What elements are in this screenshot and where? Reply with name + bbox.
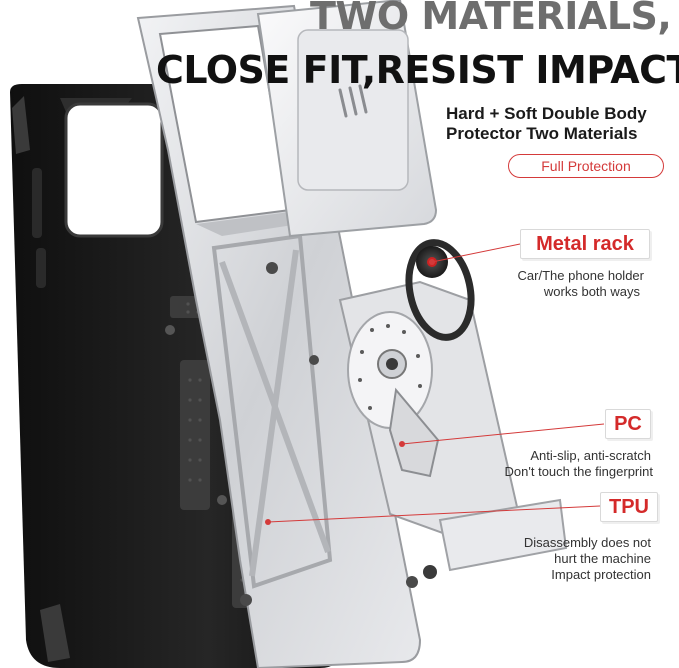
metal-rack-desc-line-2: works both ways bbox=[543, 284, 640, 299]
pc-desc-line-1: Anti-slip, anti-scratch bbox=[530, 448, 651, 463]
pc-desc-line-2: Don't touch the fingerprint bbox=[504, 464, 653, 479]
pc-silver-frame bbox=[136, 4, 422, 668]
subheading-line-1: Hard + Soft Double Body bbox=[446, 104, 647, 123]
full-protection-badge: Full Protection bbox=[508, 154, 664, 178]
metal-rack-tag: Metal rack bbox=[520, 229, 650, 259]
headline-line-1: TWO MATERIALS, bbox=[310, 0, 672, 38]
callout-leader-lines bbox=[265, 243, 605, 525]
tpu-desc-line-1: Disassembly does not bbox=[523, 535, 651, 550]
camera-slide-cover bbox=[256, 0, 438, 238]
subheading-line-2: Protector Two Materials bbox=[446, 124, 638, 143]
tpu-desc-line-2: hurt the machine bbox=[554, 551, 651, 566]
pc-tag: PC bbox=[605, 409, 651, 439]
headline-line-2: CLOSE FIT,RESIST IMPACT bbox=[156, 48, 679, 92]
tpu-desc-line-3: Impact protection bbox=[551, 567, 651, 582]
metal-rack-desc-line-1: Car/The phone holder bbox=[517, 268, 644, 283]
tpu-tag: TPU bbox=[600, 492, 658, 522]
